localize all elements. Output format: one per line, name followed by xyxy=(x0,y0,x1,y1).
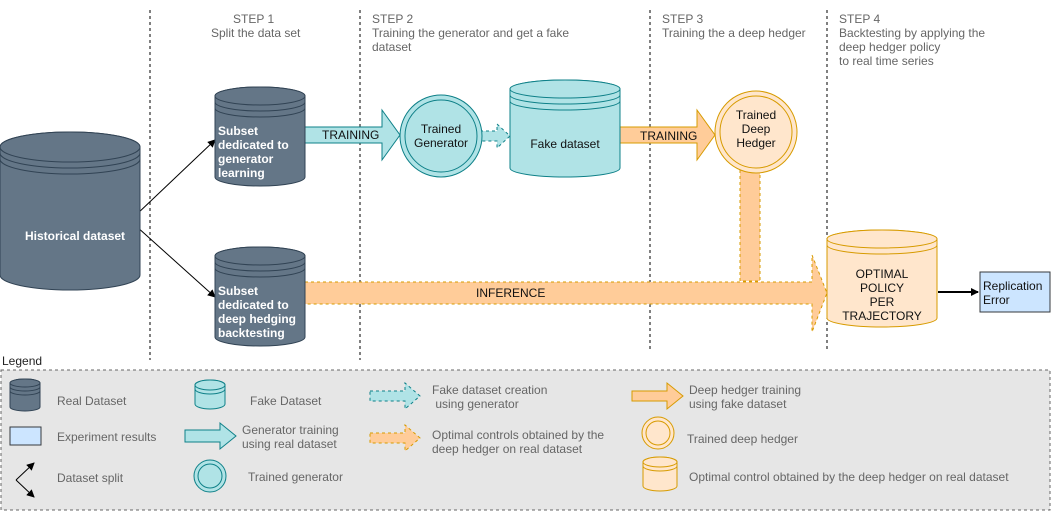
historical-dataset-node: Historical dataset xyxy=(0,131,141,291)
trained-hedger-node: Trained Deep Hedger xyxy=(714,90,798,174)
subset-generator-label-line: generator xyxy=(218,152,274,166)
legend-deep-hedger-training-label-line: Deep hedger training xyxy=(689,383,801,397)
subset-generator-label-line: learning xyxy=(218,166,265,180)
subset-hedging-label-line: Subset xyxy=(218,284,258,298)
legend-generator-training-label-line: Generator training xyxy=(242,423,339,437)
historical-dataset-label: Historical dataset xyxy=(25,229,125,243)
subset-generator-label-line: Subset xyxy=(218,124,258,138)
legend-panel xyxy=(0,369,1051,511)
split-arrow-upper xyxy=(135,139,216,216)
training-arrow-hedger-label: TRAINING xyxy=(640,129,697,143)
fake-dataset-label: Fake dataset xyxy=(530,137,600,151)
legend: Legend Real Dataset Experiment results D… xyxy=(0,354,1051,511)
step-3-title: STEP 3 xyxy=(662,12,703,26)
legend-real-dataset-label: Real Dataset xyxy=(57,394,127,408)
trained-generator-label-line: Generator xyxy=(414,136,468,150)
legend-fake-dataset-creation-label-line: using generator xyxy=(432,397,519,411)
legend-fake-dataset-creation-label-line: Fake dataset creation xyxy=(432,383,547,397)
inference-arrow-label: INFERENCE xyxy=(476,286,545,300)
legend-optimal-controls-label-line: deep hedger on real dataset xyxy=(432,442,583,456)
subset-hedging-label-line: backtesting xyxy=(218,326,285,340)
subset-hedging-label-line: deep hedging xyxy=(218,312,296,326)
step-2-desc-line: Training the generator and get a fake xyxy=(372,26,569,40)
replication-error-node: Replication Error xyxy=(979,271,1051,313)
fake-dataset-node: Fake dataset xyxy=(509,79,621,178)
legend-real-dataset-icon xyxy=(9,378,41,412)
legend-optimal-control-label: Optimal control obtained by the deep hed… xyxy=(689,470,1009,484)
step-1-title: STEP 1 xyxy=(233,12,274,26)
training-arrow-hedger xyxy=(619,108,716,162)
optimal-policy-label-line: POLICY xyxy=(860,281,904,295)
optimal-policy-label-line: OPTIMAL xyxy=(856,267,909,281)
step-2-title: STEP 2 xyxy=(372,12,413,26)
legend-trained-deep-hedger-icon xyxy=(641,416,675,450)
legend-trained-deep-hedger-label: Trained deep hedger xyxy=(687,432,798,446)
optimal-policy-label-line: PER xyxy=(870,295,895,309)
legend-fake-dataset-creation-icon xyxy=(369,381,421,411)
legend-title: Legend xyxy=(2,354,42,368)
trained-generator-label-line: Trained xyxy=(421,122,461,136)
subset-generator-node: Subset dedicated to generator learning xyxy=(214,86,306,187)
subset-generator-label-line: dedicated to xyxy=(218,138,289,152)
legend-fake-dataset-icon xyxy=(194,379,226,410)
trained-hedger-label-line: Trained xyxy=(736,108,776,122)
legend-experiment-results-label: Experiment results xyxy=(57,430,156,444)
step-1-heading: STEP 1 Split the data set xyxy=(211,12,301,40)
trained-hedger-label-line: Hedger xyxy=(736,136,775,150)
step-4-desc-line: Backtesting by applying the xyxy=(839,26,985,40)
legend-optimal-controls-label-line: Optimal controls obtained by the xyxy=(432,428,604,442)
step-3-heading: STEP 3 Training the a deep hedger xyxy=(662,12,806,40)
legend-dataset-split-icon xyxy=(15,462,35,498)
hedger-to-policy-connector xyxy=(739,164,761,282)
legend-deep-hedger-training-icon xyxy=(631,381,684,411)
replication-error-label-line: Error xyxy=(983,293,1010,307)
legend-trained-generator-label: Trained generator xyxy=(248,470,343,484)
legend-generator-training-icon xyxy=(184,421,237,451)
step-4-desc-line: deep hedger policy xyxy=(839,40,940,54)
replication-error-label-line: Replication xyxy=(983,279,1042,293)
training-arrow-generator xyxy=(304,108,401,162)
step-2-desc-line: dataset xyxy=(372,40,412,54)
inference-arrow xyxy=(304,254,828,333)
step-4-title: STEP 4 xyxy=(839,12,880,26)
legend-fake-dataset-label: Fake Dataset xyxy=(250,394,322,408)
legend-generator-training-label-line: using real dataset xyxy=(242,437,337,451)
optimal-policy-node: OPTIMAL POLICY PER TRAJECTORY xyxy=(826,229,938,328)
trained-hedger-label-line: Deep xyxy=(742,122,771,136)
optimal-policy-label-line: TRAJECTORY xyxy=(842,309,922,323)
legend-optimal-control-icon xyxy=(642,456,678,492)
trained-generator-node: Trained Generator xyxy=(399,94,483,178)
legend-optimal-controls-icon xyxy=(369,423,421,453)
legend-experiment-results-icon xyxy=(9,426,42,446)
legend-deep-hedger-training-label-line: using fake dataset xyxy=(689,397,787,411)
subset-hedging-label-line: dedicated to xyxy=(218,298,289,312)
step-1-desc-line: Split the data set xyxy=(211,26,301,40)
subset-hedging-node: Subset dedicated to deep hedging backtes… xyxy=(214,246,306,347)
generator-to-fake-dataset-arrow xyxy=(479,122,511,150)
legend-trained-generator-icon xyxy=(193,459,227,493)
legend-dataset-split-label: Dataset split xyxy=(57,471,124,485)
step-4-desc-line: to real time series xyxy=(839,54,934,68)
step-2-heading: STEP 2 Training the generator and get a … xyxy=(372,12,569,54)
split-arrow-lower xyxy=(135,225,216,298)
step-4-heading: STEP 4 Backtesting by applying the deep … xyxy=(839,12,985,68)
step-3-desc-line: Training the a deep hedger xyxy=(662,26,806,40)
training-arrow-generator-label: TRAINING xyxy=(322,128,379,142)
